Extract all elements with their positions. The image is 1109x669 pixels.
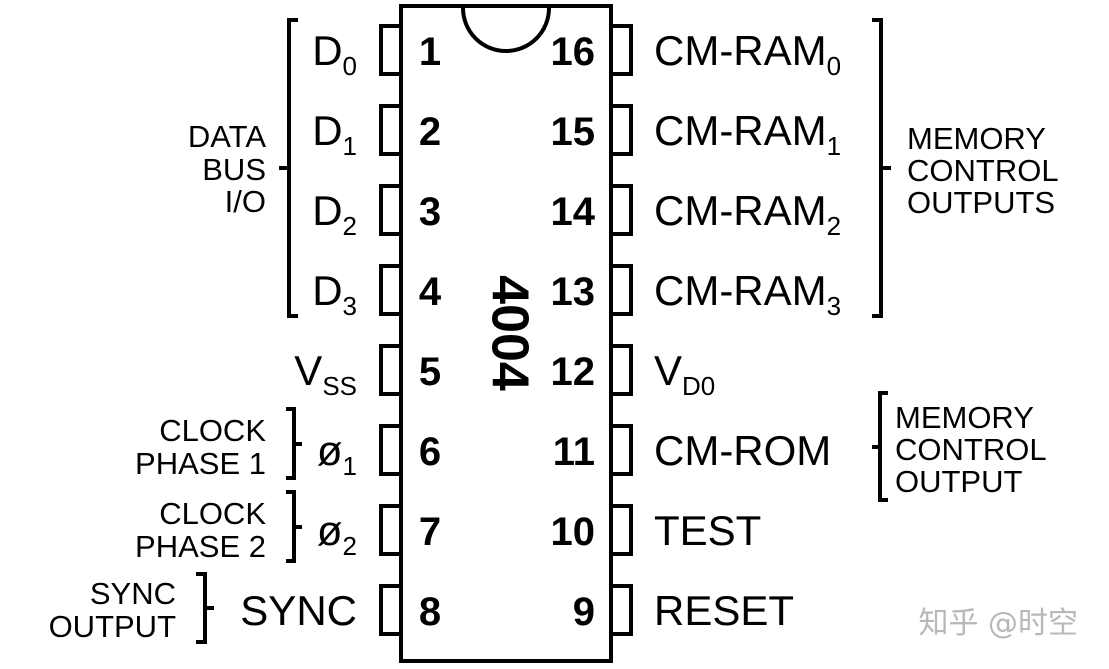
pin-12-label: VD0 [654, 347, 715, 401]
pin-4-label: D3 [312, 267, 357, 321]
clock1-label-line1: CLOCK [159, 413, 266, 448]
sync-bracket [196, 572, 214, 644]
pin-7-number: 7 [419, 510, 441, 554]
pin-15-lead [611, 104, 633, 156]
mem-output-label-line2: CONTROL [895, 432, 1047, 467]
pin-9-number: 9 [573, 590, 595, 634]
pin-8-label: SYNC [240, 587, 357, 634]
pin-10-lead [611, 504, 633, 556]
pin-15-number: 15 [551, 110, 596, 154]
pin-14-number: 14 [551, 190, 596, 234]
pin-14-lead [611, 184, 633, 236]
clock2-label-line2: PHASE 2 [135, 529, 266, 564]
pin-16-lead [611, 24, 633, 76]
chip-body [399, 4, 613, 663]
pin-2-label: D1 [312, 107, 357, 161]
pin-4-number: 4 [419, 270, 442, 314]
pin-9-label: RESET [654, 587, 794, 634]
mem-outputs-bracket [872, 18, 891, 318]
pin-8-lead [379, 584, 401, 636]
clock1-bracket [286, 407, 302, 480]
clock1-label-line2: PHASE 1 [135, 446, 266, 481]
pin-1-number: 1 [419, 30, 441, 74]
clock2-bracket [286, 490, 302, 563]
watermark: 知乎 @时空 [918, 606, 1078, 641]
pin-6-lead [379, 424, 401, 476]
pin-13-lead [611, 264, 633, 316]
pin-13-label: CM-RAM3 [654, 267, 841, 321]
pin-2-number: 2 [419, 110, 441, 154]
pin-9-lead [611, 584, 633, 636]
mem-output-bracket [872, 391, 888, 502]
sync-label-line1: SYNC [90, 576, 176, 611]
data-bus-label-line2: BUS [202, 152, 266, 187]
pin-5-label: VSS [294, 347, 357, 401]
pin-5-lead [379, 344, 401, 396]
chip-label: 4004 [480, 275, 538, 391]
pin-14-label: CM-RAM2 [654, 187, 841, 241]
data-bus-bracket [279, 18, 298, 318]
pin-7-lead [379, 504, 401, 556]
pin-15-label: CM-RAM1 [654, 107, 841, 161]
pin-11-label: CM-ROM [654, 427, 831, 474]
pin-2-lead [379, 104, 401, 156]
pin-1-lead [379, 24, 401, 76]
mem-output-label-line1: MEMORY [895, 400, 1034, 435]
pin-3-number: 3 [419, 190, 441, 234]
data-bus-label-line3: I/O [225, 184, 266, 219]
chip-notch [461, 7, 551, 53]
pin-6-number: 6 [419, 430, 441, 474]
data-bus-label-line1: DATA [188, 119, 266, 154]
pin-10-label: TEST [654, 507, 761, 554]
pin-12-number: 12 [551, 350, 596, 394]
pin-3-label: D2 [312, 187, 357, 241]
mem-outputs-label-line3: OUTPUTS [907, 185, 1055, 220]
pin-4-lead [379, 264, 401, 316]
mem-outputs-label-line2: CONTROL [907, 153, 1059, 188]
pin-13-number: 13 [551, 270, 596, 314]
pin-10-number: 10 [551, 510, 596, 554]
pin-16-number: 16 [551, 30, 596, 74]
pin-6-label: ø1 [317, 427, 357, 481]
pin-1-label: D0 [312, 27, 357, 81]
sync-label-line2: OUTPUT [49, 609, 177, 644]
pin-7-label: ø2 [317, 507, 357, 561]
pin-11-number: 11 [553, 430, 595, 474]
pin-8-number: 8 [419, 590, 441, 634]
pin-12-lead [611, 344, 633, 396]
mem-outputs-label-line1: MEMORY [907, 121, 1046, 156]
pin-5-number: 5 [419, 350, 441, 394]
pin-11-lead [611, 424, 633, 476]
mem-output-label-line3: OUTPUT [895, 464, 1023, 499]
pin-16-label: CM-RAM0 [654, 27, 841, 81]
clock2-label-line1: CLOCK [159, 496, 266, 531]
pin-3-lead [379, 184, 401, 236]
